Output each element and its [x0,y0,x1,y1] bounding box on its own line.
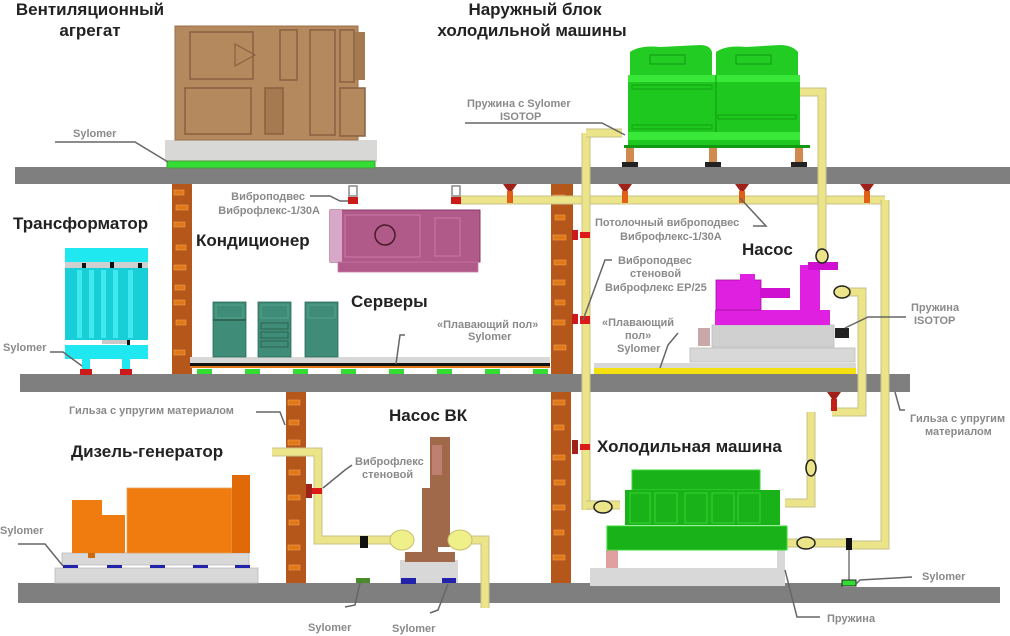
ventilation-unit [165,25,377,169]
vibration-hangers [306,184,874,498]
sylomer-pad [442,578,456,583]
brick-wall-lower-left [286,392,306,583]
brick-walls [172,184,573,583]
title-water-pump: Насос ВК [389,406,468,425]
spring-isotop [835,328,849,338]
label-sylomer-bottom-1: Sylomer [308,622,352,634]
wall-hanger-icon [572,440,590,454]
middle-slab [20,374,910,392]
label-sleeve-left: Гильза с упругим материалом [69,405,234,417]
flex-connector-icon [796,536,816,550]
fan-icon [374,224,396,246]
label-floating-floor-pump-line3: Sylomer [617,343,661,355]
ceiling-hanger-icon [618,184,632,203]
label-hanger-ac: Виброподвес [231,191,305,203]
label-sleeve-right-line2: материалом [925,426,992,438]
water-pump [356,437,473,584]
ground-slab [18,583,333,603]
leader-lines [18,122,913,618]
equipment-titles: Вентиляционный агрегат Наружный блок хол… [13,0,793,461]
ground-slab-mid [333,583,843,603]
title-chiller: Холодильная машина [597,437,782,456]
floating-floor-sylomer [197,369,548,374]
label-floating-floor-servers: «Плавающий пол» [437,319,538,331]
sylomer-pad [401,578,416,584]
flex-connector-icon [447,529,473,551]
flex-connector-icon [593,500,613,514]
title-air-conditioner: Кондиционер [196,231,310,250]
flex-connector-icon [805,459,817,477]
label-spring-isotop-line2: ISOTOP [914,315,955,327]
roof-slab [15,167,1010,184]
flex-connector-icon [815,248,829,264]
floating-floor-sylomer [594,368,856,374]
transformer [65,248,148,375]
title-ventilation-unit-line2: агрегат [59,21,120,40]
title-chiller-outdoor-unit: Наружный блок [468,0,602,19]
label-sylomer-transformer: Sylomer [3,342,47,354]
ceiling-hanger-icon [735,184,749,203]
label-floating-floor-servers-line2: Sylomer [468,331,512,343]
label-sylomer-vent: Sylomer [73,128,117,140]
ground-slab-right [790,587,1000,603]
label-wall-hanger-line3: Виброфлекс EP/25 [605,282,707,294]
label-spring-isotop: Пружина [911,302,960,314]
label-spring-sylomer-isotop-line2: ISOTOP [500,111,541,123]
ac-hanger-icon [348,185,358,204]
label-wall-hanger-line2: стеновой [630,268,681,280]
brick-wall-upper-left [172,184,192,374]
label-floating-floor-pump-line2: пол» [625,330,651,342]
label-spring-sylomer-isotop: Пружина с Sylomer [467,98,571,110]
title-pump: Насос [742,240,793,259]
callout-labels: Sylomer Пружина с Sylomer ISOTOP Вибропо… [0,98,1005,635]
chiller-outdoor-unit [622,45,810,167]
label-sylomer-chiller-support: Sylomer [922,571,966,583]
label-wall-hanger: Виброподвес [618,255,692,267]
title-servers: Серверы [351,292,428,311]
label-floating-floor-pump: «Плавающий [602,317,674,329]
label-sylomer-bottom-2: Sylomer [392,623,436,635]
server-rack [304,301,339,358]
flex-connector-icon [389,529,415,551]
sylomer-pad [356,578,370,583]
wall-hanger-icon [306,484,322,498]
ceiling-hanger-icon [503,184,517,203]
flex-connector-icon [833,285,851,299]
sylomer-pad [841,579,857,587]
ac-hanger-icon [451,185,461,204]
label-spring-chiller: Пружина [827,613,876,625]
sylomer-pad [166,160,376,169]
label-ceiling-hanger: Потолочный виброподвес [595,217,739,229]
brick-wall-lower-mid [551,392,571,583]
title-diesel-generator: Дизель-генератор [71,442,223,461]
sylomer-pads [63,565,250,568]
floor-slabs [15,167,1010,603]
label-vibroflex-wall-line2: стеновой [362,469,413,481]
diesel-generator [54,475,259,584]
server-rack [212,301,247,358]
air-conditioner [329,209,481,273]
label-sleeve-right: Гильза с упругим [910,413,1005,425]
title-chiller-outdoor-unit-line2: холодильной машины [437,21,626,40]
sylomer-pad [120,369,132,375]
label-hanger-ac-line2: Виброфлекс-1/30А [218,205,320,217]
label-vibroflex-wall: Виброфлекс [355,456,424,468]
chiller [590,459,857,587]
label-ceiling-hanger-line2: Виброфлекс-1/30А [620,231,722,243]
server-rack [257,301,292,358]
wall-hanger-icon [572,314,590,324]
brick-wall-upper-mid [551,184,573,374]
title-transformer: Трансформатор [13,214,148,233]
pump [594,248,856,374]
label-sylomer-generator: Sylomer [0,525,44,537]
wall-hanger-icon [572,230,590,240]
sylomer-pad [80,369,92,375]
ceiling-hanger-icon [827,392,841,411]
servers [190,301,550,374]
ceiling-hanger-icon [860,184,874,203]
title-ventilation-unit: Вентиляционный [16,0,164,19]
